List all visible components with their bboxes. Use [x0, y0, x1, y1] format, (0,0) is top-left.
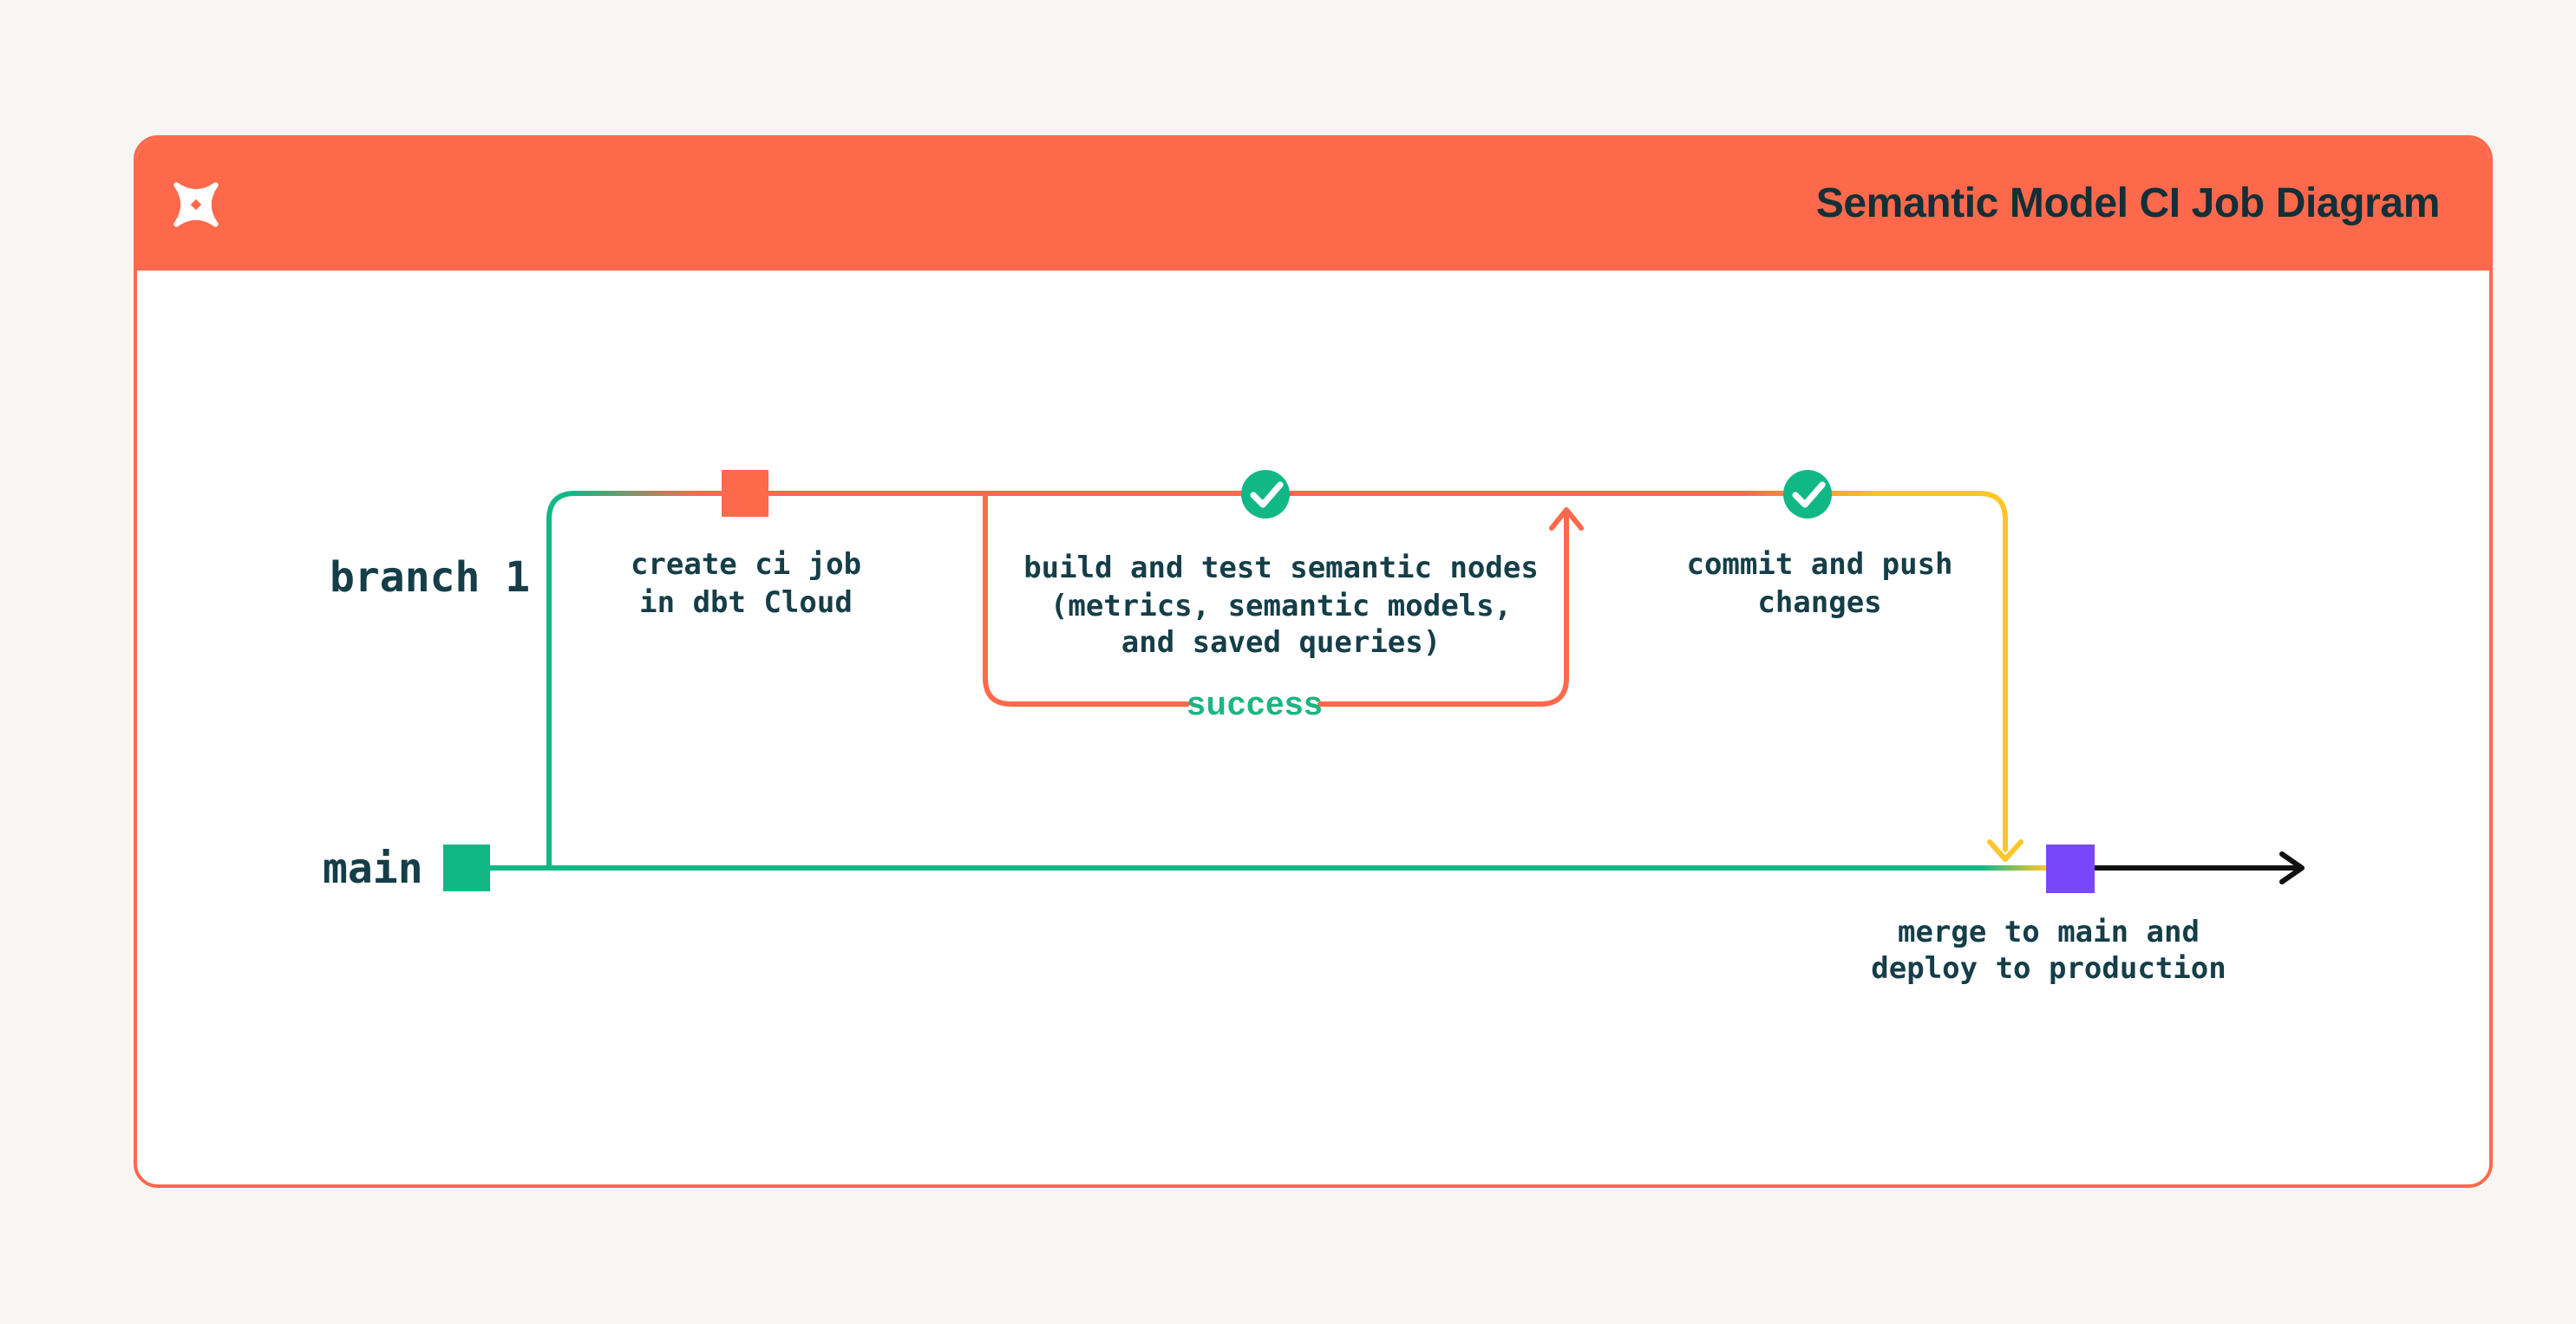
success-label: success [1187, 686, 1324, 722]
node-label-create-ci: create ci job in dbt Cloud [630, 548, 862, 620]
node-label-commit-push: commit and push changes [1686, 548, 1953, 620]
node-label-build-test: build and test semantic nodes (metrics, … [1023, 551, 1539, 661]
dbt-logo-icon [173, 181, 219, 226]
node-label-merge-deploy: merge to main and deploy to production [1871, 915, 2226, 987]
card-header: Semantic Model CI Job Diagram [137, 138, 2488, 270]
main-lane-label: main [323, 844, 423, 892]
branch-lane-label: branch 1 [330, 553, 531, 602]
page-title: Semantic Model CI Job Diagram [1815, 179, 2441, 226]
diagram-card: Semantic Model CI Job Diagram [134, 134, 2492, 1188]
